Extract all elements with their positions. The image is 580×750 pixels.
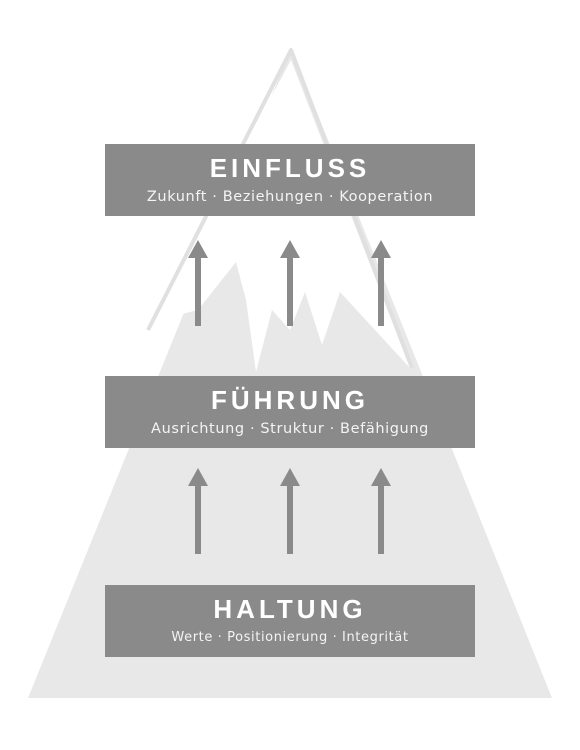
arrow-up-icon bbox=[371, 468, 391, 554]
mountain-peak-sky bbox=[150, 60, 410, 372]
arrow-up-icon bbox=[280, 240, 300, 326]
level-title-haltung: HALTUNG bbox=[213, 594, 367, 624]
arrow-up-icon bbox=[188, 240, 208, 326]
mountain-body bbox=[28, 48, 552, 698]
mountain-peak-outline bbox=[146, 48, 414, 369]
arrow-up-icon bbox=[371, 240, 391, 326]
level-subtitle-haltung: Werte · Positionierung · Integrität bbox=[171, 630, 409, 645]
arrow-up-icon bbox=[280, 468, 300, 554]
level-subtitle-fuehrung: Ausrichtung · Struktur · Befähigung bbox=[151, 421, 429, 437]
level-subtitle-einfluss: Zukunft · Beziehungen · Kooperation bbox=[146, 189, 434, 205]
level-title-fuehrung: FÜHRUNG bbox=[211, 385, 369, 415]
level-box-haltung: HALTUNG Werte · Positionierung · Integri… bbox=[105, 585, 475, 657]
level-box-einfluss: EINFLUSS Zukunft · Beziehungen · Koopera… bbox=[105, 144, 475, 216]
level-title-einfluss: EINFLUSS bbox=[209, 153, 371, 183]
arrow-up-icon bbox=[188, 468, 208, 554]
level-box-fuehrung: FÜHRUNG Ausrichtung · Struktur · Befähig… bbox=[105, 376, 475, 448]
